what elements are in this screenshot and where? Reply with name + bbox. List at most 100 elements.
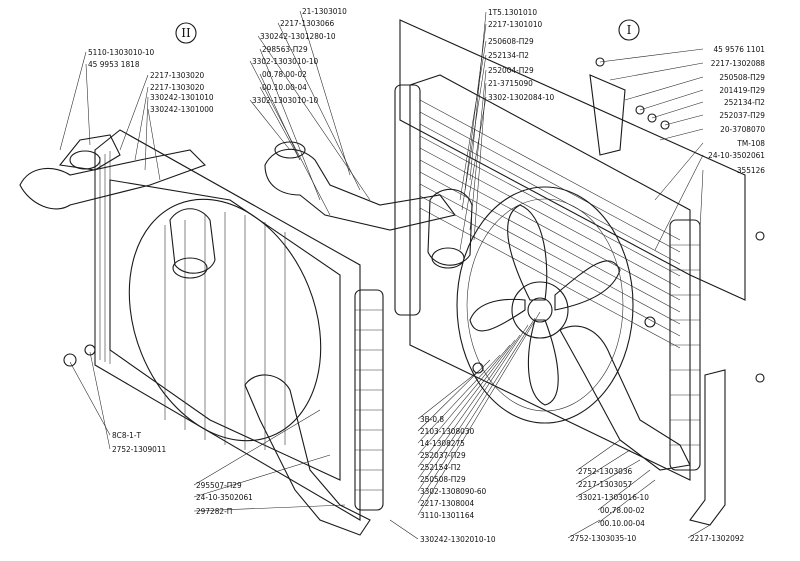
right-radiator-assembly [264, 19, 765, 526]
callout-n5: 252004-П29 [488, 65, 534, 75]
callout-r10: 355126 [737, 165, 765, 175]
left-lower-hose [244, 374, 371, 536]
callout-n7: 3302-1302084-10 [488, 92, 555, 102]
callout-b4: 252037-П29 [420, 450, 466, 460]
callout-b8: 2217-1308004 [420, 498, 475, 508]
leader-m3 [257, 35, 371, 201]
leader-m2 [277, 22, 361, 191]
fan-blades [469, 204, 621, 406]
callout-l1: 5110-1303010-10 [88, 47, 155, 57]
callout-n1: 1T5.1301010 [488, 7, 537, 17]
leader-m8 [249, 99, 291, 151]
callout-r9: 24-10-3502061 [708, 150, 765, 160]
leader-l8 [89, 351, 111, 450]
right-left-tank [394, 84, 421, 316]
right-elbow-hose [427, 188, 473, 266]
callout-l5: 330242-1301010 [150, 92, 214, 102]
fan-motor [511, 281, 569, 339]
callout-r3: 250508-П29 [719, 72, 765, 82]
leader-l6 [147, 108, 161, 181]
leader-b6 [417, 334, 521, 480]
callout-m4: 298563-П29 [262, 44, 308, 54]
callout-r8: ТМ-108 [736, 138, 765, 148]
callout-l6: 330242-1301000 [150, 104, 214, 114]
callout-b5: 252154-П2 [420, 462, 461, 472]
leader-b10 [389, 519, 419, 540]
callout-n6: 21-3715090 [488, 78, 533, 88]
callout-r4: 201419-П29 [719, 85, 765, 95]
callout-c5: 00.10.00-04 [600, 518, 645, 528]
leader-r10 [699, 169, 704, 231]
callout-l3: 2217-1303020 [150, 70, 205, 80]
leader-r2 [609, 62, 704, 81]
leader-b9 [417, 311, 541, 516]
leader-n4 [461, 54, 487, 211]
callout-r1: 45 9576 1101 [713, 44, 765, 54]
view-label-I: I [627, 23, 632, 37]
callout-b10: 330242-1302010-10 [420, 534, 496, 544]
callout-b3: 14-1308275 [420, 438, 465, 448]
leader-l7 [69, 361, 111, 436]
callout-n2: 2217-1301010 [488, 19, 543, 29]
callout-r5: 252134-П2 [724, 97, 765, 107]
callout-r6: 252037-П29 [719, 110, 765, 120]
left-radiator-fins [94, 151, 111, 364]
callout-l7: 8С8-1-Т [112, 430, 142, 440]
thermo-switch [644, 316, 656, 328]
leader-b4 [417, 344, 511, 456]
callout-l9: 295507-П29 [196, 480, 242, 490]
right-upper-hose [264, 148, 456, 231]
callout-c6: 2752-1303035-10 [570, 533, 637, 543]
callout-m7: 00.10.00-04 [262, 82, 307, 92]
callout-b9: 3110-1301164 [420, 510, 475, 520]
callout-r2: 2217-1302088 [711, 58, 766, 68]
callout-c1: 2752-1303036 [578, 466, 633, 476]
left-radiator-assembly [19, 129, 384, 536]
leader-l10 [193, 454, 331, 498]
leader-b3 [417, 354, 501, 444]
leader-r4 [639, 89, 704, 111]
left-upper-hose [19, 149, 206, 210]
leader-n5 [469, 69, 487, 231]
callout-l10: 24-10-3502061 [196, 492, 253, 502]
right-lower-hose [559, 325, 691, 471]
fan-shroud-ring [456, 186, 634, 424]
callout-b7: 3302-1308090-60 [420, 486, 487, 496]
callout-m6: 00.78.00-02 [262, 69, 307, 79]
leader-c5 [597, 479, 656, 524]
leader-c7 [687, 524, 711, 539]
left-fan-opening [128, 198, 322, 442]
callout-c3: 33021-1303016-10 [578, 492, 649, 502]
leader-r8 [654, 142, 704, 201]
left-side-tank [354, 289, 384, 511]
leader-b7 [417, 324, 529, 492]
callout-r7: 20-3708070 [720, 124, 765, 134]
view-marker-II: II [175, 22, 197, 44]
leader-l5 [144, 96, 149, 171]
lower-mount-bracket [689, 369, 726, 526]
leader-m1 [299, 10, 351, 176]
callout-c2: 2217-1303057 [578, 479, 633, 489]
callout-m8: 3302-1303010-10 [252, 95, 319, 105]
callout-c4: 00.78.00-02 [600, 505, 645, 515]
leader-r9 [654, 154, 704, 251]
callout-m1: 21-1303010 [302, 6, 347, 16]
right-radiator-fins [419, 99, 681, 349]
callout-m2: 2217-1303066 [280, 18, 335, 28]
callout-m3: 330242-1301280-10 [260, 31, 336, 41]
callout-m5: 3302-1303010-10 [252, 56, 319, 66]
callout-b6: 250508-П29 [420, 474, 466, 484]
callout-b1: 3В-0,8 [420, 414, 444, 424]
leader-n2 [464, 23, 487, 191]
leader-l3 [119, 74, 149, 151]
callout-b2: 2103-1308030 [420, 426, 475, 436]
leader-l11 [193, 504, 346, 512]
leader-n3 [459, 40, 487, 201]
leader-m6 [259, 73, 301, 161]
leader-b5 [417, 339, 516, 468]
leader-b1 [417, 369, 481, 420]
mount-bracket [589, 74, 626, 156]
